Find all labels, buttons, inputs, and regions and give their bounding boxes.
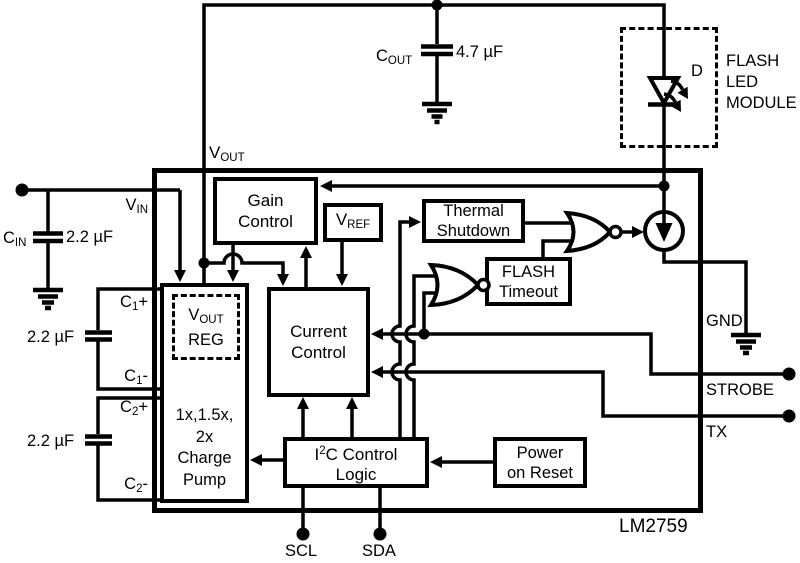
thermal-shutdown-block: Thermal Shutdown <box>422 199 525 243</box>
c1p-pin-label: C1+ <box>120 293 148 313</box>
power-on-reset-block: Power on Reset <box>493 437 587 488</box>
charge-pump-block: VOUT REG 1x,1.5x, 2x Charge Pump <box>160 283 249 503</box>
flash-timeout-block: FLASH Timeout <box>485 257 572 306</box>
vref-block: VREF <box>323 203 383 242</box>
i2c-line1: I2C Control <box>314 444 398 464</box>
part-number-label: LM2759 <box>619 516 688 537</box>
ground-symbol-gnd <box>731 332 761 356</box>
por-line2: on Reset <box>506 463 574 482</box>
sda-pin-label: SDA <box>362 542 396 560</box>
terminal-vin <box>15 183 29 197</box>
c1-value: 2.2 µF <box>27 328 75 346</box>
i2c-line2: Logic <box>335 464 377 484</box>
terminal-scl <box>296 527 310 541</box>
current-control-block: Current Control <box>267 287 370 397</box>
gain-control-label-line2: Control <box>238 212 293 231</box>
cout-label: COUT <box>376 47 413 67</box>
capacitor-cout <box>421 5 453 125</box>
terminal-tx <box>782 409 796 423</box>
gain-control-label-line1: Gain <box>247 191 284 210</box>
c2p-pin-label: C2+ <box>120 398 148 418</box>
cout-value: 4.7 µF <box>456 43 504 61</box>
thermal-shutdown-line2: Shutdown <box>436 222 511 240</box>
current-control-line1: Current <box>290 322 347 341</box>
flash-timeout-line1: FLASH <box>501 262 556 281</box>
c2-value: 2.2 µF <box>27 432 75 450</box>
cin-value: 2.2 µF <box>66 228 114 246</box>
por-line1: Power <box>516 443 564 462</box>
flash-led-module-label: FLASH LED MODULE <box>726 52 797 112</box>
c1m-pin-label: C1- <box>124 367 148 387</box>
vout-reg-block: VOUT REG <box>172 294 240 360</box>
flash-led-module-box <box>620 27 718 148</box>
cin-label: CIN <box>3 229 27 249</box>
flash-timeout-line2: Timeout <box>499 282 558 301</box>
tx-pin-label: TX <box>706 423 728 441</box>
terminal-sda <box>373 527 387 541</box>
gain-control-block: Gain Control <box>213 177 318 245</box>
thermal-shutdown-line1: Thermal <box>443 202 504 220</box>
vref-label: VREF <box>335 210 371 231</box>
c2m-pin-label: C2- <box>124 475 148 495</box>
ground-symbol-cin <box>33 287 63 311</box>
gnd-pin-label: GND <box>706 312 743 330</box>
charge-pump-label: 1x,1.5x, 2x Charge Pump <box>175 406 234 489</box>
ground-symbol-cout <box>422 101 452 125</box>
diode-label: D <box>691 62 703 80</box>
current-control-line2: Control <box>291 343 346 362</box>
i2c-control-logic-block: I2C Control Logic <box>283 437 429 488</box>
junction-dot-cout <box>431 0 443 11</box>
vout-pin-label: VOUT <box>209 143 245 165</box>
strobe-pin-label: STROBE <box>706 381 774 399</box>
vout-reg-line2: REG <box>188 330 224 349</box>
scl-pin-label: SCL <box>285 542 318 560</box>
vin-pin-label: VIN <box>125 196 148 216</box>
vout-reg-line1: VOUT <box>188 305 224 326</box>
capacitor-cin <box>33 190 63 311</box>
terminal-strobe <box>782 367 796 381</box>
